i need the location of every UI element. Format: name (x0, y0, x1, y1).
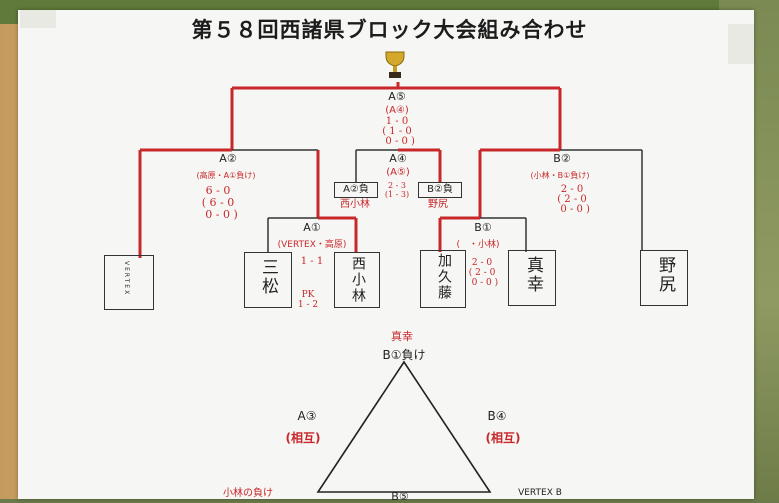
match-b1-sub: ( ・小林) (456, 240, 500, 250)
league-top: B①負け (382, 348, 426, 362)
tape-right (728, 24, 754, 64)
league-right-sub: (相互) (485, 431, 521, 445)
match-final-sub: (A④) (385, 105, 409, 116)
league-left-sub: (相互) (285, 431, 321, 445)
team-box-katou: 加久藤 (420, 250, 466, 308)
match-a2-sub: (高原・A①負け) (196, 171, 256, 180)
match-b1: B① (474, 221, 492, 234)
league-top-hand: 真幸 (391, 330, 413, 343)
match-a1-pk: PK 1 - 2 (297, 290, 319, 310)
match-a4-sub: (A⑤) (386, 167, 410, 178)
b2-loser-name: 野尻 (428, 199, 448, 210)
match-b1-score: 2 - 0 ( 2 - 0 0 - 0 ) (468, 258, 499, 288)
team-box-nishikobayashi: 西小林 (334, 252, 380, 308)
match-a2: A② (219, 152, 237, 165)
team-vertex-name: VERTEX (123, 261, 130, 297)
league-bottom: B⑤ (391, 490, 409, 503)
match-a1-score: 1 - 1 (300, 256, 324, 267)
match-final: A⑤ (388, 90, 406, 103)
a2-loser-box: A②負 (334, 182, 378, 198)
match-a1: A① (303, 221, 321, 234)
match-b2: B② (553, 152, 571, 165)
team-katou-name: 加久藤 (436, 253, 452, 301)
team-box-sanmatsu: 三松 (244, 252, 292, 308)
team-nishikobayashi-name: 西小林 (350, 256, 366, 304)
league-left: A③ (297, 409, 317, 423)
team-nojiri-name: 野尻 (655, 256, 675, 294)
team-box-vertex: VERTEX (104, 255, 154, 310)
b2-loser-box: B②負 (418, 182, 462, 198)
page-title: 第５８回西諸県ブロック大会組み合わせ (191, 18, 588, 42)
team-box-masaki: 真幸 (508, 250, 556, 306)
match-final-score: 1 - 0 ( 1 - 0 0 - 0 ) (382, 116, 415, 147)
team-masaki-name: 真幸 (523, 256, 543, 294)
league-bottom-right: VERTEX B (518, 488, 562, 498)
league-bottom-left: 小林の負け (223, 488, 273, 499)
tape-left (20, 10, 56, 28)
match-a4: A④ (389, 152, 407, 165)
team-sanmatsu-name: 三松 (258, 258, 278, 296)
match-a1-sub: (VERTEX・高原) (277, 240, 347, 250)
match-a2-score: 6 - 0 ( 6 - 0 0 - 0 ) (201, 184, 238, 221)
match-b2-score: 2 - 0 ( 2 - 0 0 - 0 ) (557, 184, 590, 215)
match-a4-score: 2 - 3 (1 - 3) (384, 181, 410, 199)
match-b2-sub: (小林・B①負け) (530, 171, 590, 180)
league-right: B④ (487, 409, 507, 423)
team-box-nojiri: 野尻 (640, 250, 688, 306)
trophy-icon (385, 51, 405, 78)
a2-loser-name: 西小林 (340, 199, 370, 210)
